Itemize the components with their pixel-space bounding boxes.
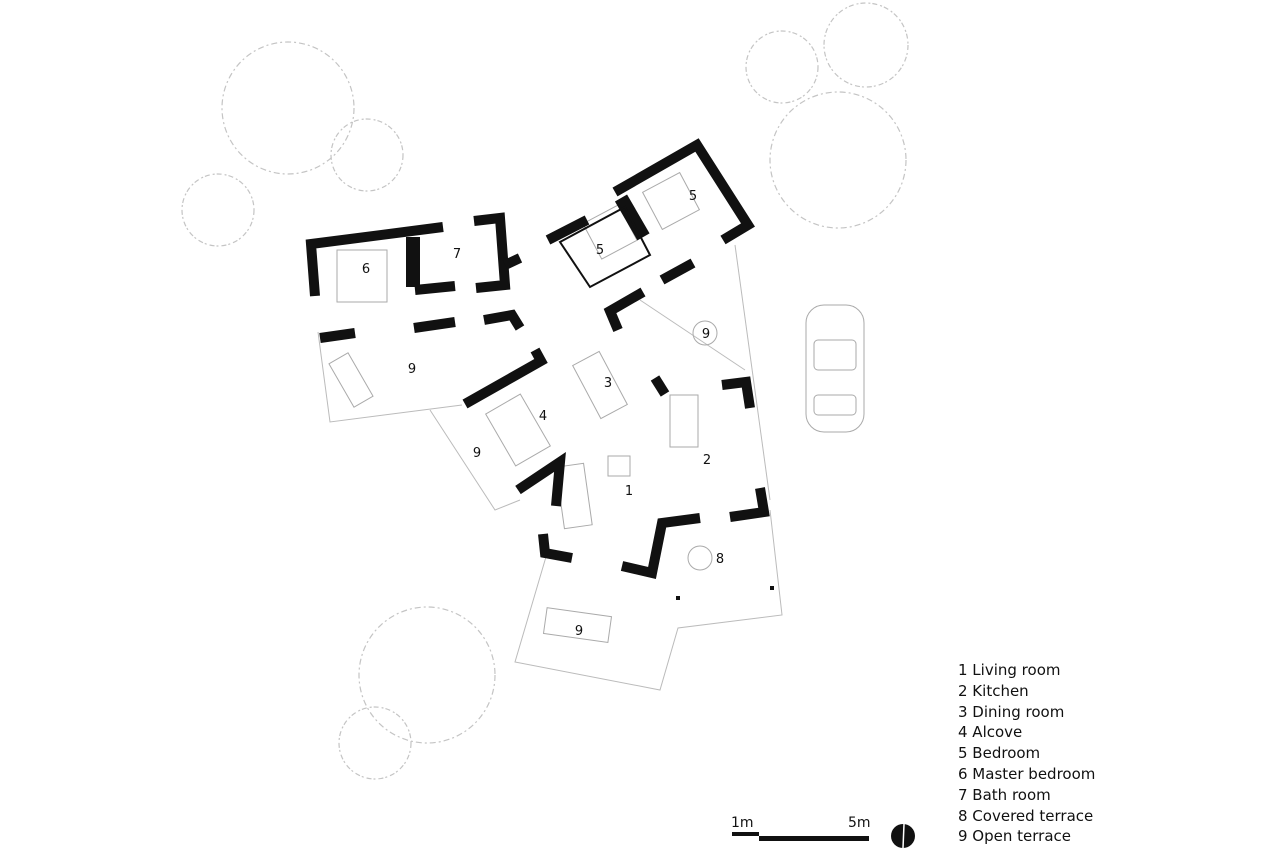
legend: 1 Living room 2 Kitchen 3 Dining room 4 … — [958, 660, 1095, 847]
room-label: 9 — [473, 446, 481, 461]
legend-item: 3 Dining room — [958, 702, 1065, 721]
room-label: 3 — [604, 376, 612, 391]
legend-item: 5 Bedroom — [958, 744, 1041, 763]
room-labels: 6 7 5 5 9 9 3 4 9 2 1 8 9 — [362, 189, 724, 639]
furniture — [328, 171, 774, 644]
room-label: 6 — [362, 262, 370, 277]
legend-item: 7 Bath room — [958, 785, 1051, 804]
scale-end-label: 5m — [848, 815, 871, 831]
room-label: 5 — [689, 189, 697, 204]
room-label: 1 — [625, 484, 633, 499]
tree-icon — [181, 2, 909, 780]
room-label: 4 — [539, 409, 547, 424]
room-label: 7 — [453, 247, 461, 262]
room-label: 2 — [703, 453, 711, 468]
room-label: 9 — [702, 327, 710, 342]
room-label: 9 — [408, 362, 416, 377]
room-label: 9 — [575, 624, 583, 639]
room-label: 8 — [716, 552, 724, 567]
north-arrow-icon — [891, 823, 915, 849]
legend-item: 2 Kitchen — [958, 681, 1029, 700]
legend-item: 1 Living room — [958, 661, 1061, 679]
legend-item: 9 Open terrace — [958, 827, 1071, 846]
scale-start-label: 1m — [731, 815, 754, 831]
legend-item: 4 Alcove — [958, 723, 1023, 742]
legend-item: 8 Covered terrace — [958, 806, 1094, 825]
scale-bar — [732, 832, 869, 841]
room-label: 5 — [596, 243, 604, 258]
car-icon — [805, 304, 865, 433]
walls — [305, 138, 770, 580]
terrace-outlines — [317, 244, 783, 691]
legend-item: 6 Master bedroom — [958, 764, 1096, 783]
